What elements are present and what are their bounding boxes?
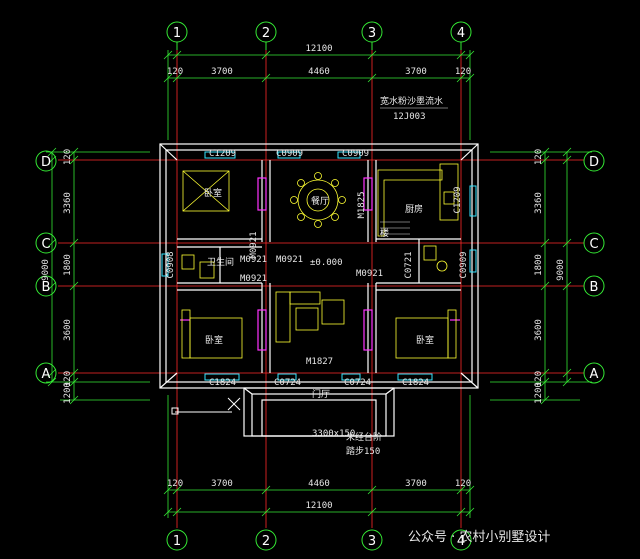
room-label-bedroom-nw: 卧室 — [204, 187, 222, 199]
axis-label-bottom-1: 1 — [173, 534, 181, 549]
window-label-c0909-side: C0909 — [459, 251, 469, 278]
dim-depth-upper-left: 3360 — [63, 192, 73, 214]
windows — [161, 151, 477, 381]
axis-label-bottom-2: 2 — [262, 534, 270, 549]
axis-grid — [58, 44, 584, 528]
dim-porch-right: 1200 — [534, 382, 544, 404]
entry-mark — [171, 397, 241, 415]
drain-note-line2: 12J003 — [393, 112, 426, 122]
room-label-bathroom: 卫生间 — [207, 256, 234, 268]
dim-edge-bottom-left: 120 — [167, 479, 183, 489]
room-label-stair: 楼 — [380, 227, 389, 239]
watermark: 公众号 · 农村小别墅设计 — [408, 530, 551, 545]
axis-label-right-b: B — [590, 280, 599, 295]
porch-width-label: 3300x150 — [312, 429, 355, 439]
dim-porch-edge-right: 120 — [534, 371, 544, 387]
axis-label-left-b: B — [42, 280, 51, 295]
room-label-bedroom-sw: 卧室 — [205, 334, 223, 346]
dim-depth-upper-right: 3360 — [534, 192, 544, 214]
room-label-kitchen: 厨房 — [405, 203, 423, 215]
dim-bay-mid-top: 4460 — [308, 67, 330, 77]
axis-label-left-a: A — [42, 367, 51, 382]
room-label-main-door: 门厅 — [312, 388, 330, 400]
window-label-c0908: C0908 — [166, 251, 176, 278]
window-label-c0724-left: C0724 — [274, 378, 301, 388]
door-label-m0921-mid: M0921 — [276, 255, 303, 265]
dim-bay-left-bottom: 3700 — [211, 479, 233, 489]
dim-edge-left-top: 120 — [63, 149, 73, 165]
step-note-line1: 未经台阶 — [346, 431, 382, 443]
window-label-c0721: C0721 — [404, 251, 414, 278]
door-label-m1827: M1827 — [306, 357, 333, 367]
drain-note-line1: 宽水粉沙墨流水 — [380, 95, 443, 107]
axis-label-left-d: D — [41, 155, 51, 170]
dim-bay-mid-bottom: 4460 — [308, 479, 330, 489]
axis-label-bottom-4: 4 — [457, 534, 465, 549]
axis-label-top-4: 4 — [457, 26, 465, 41]
door-label-m0921-vertical: M0921 — [249, 231, 259, 258]
axis-label-top-2: 2 — [262, 26, 270, 41]
door-label-m1825: M1825 — [357, 191, 367, 218]
axis-label-left-c: C — [41, 237, 50, 252]
window-label-c0909-left: C0909 — [276, 149, 303, 159]
dim-bay-right-bottom: 3700 — [405, 479, 427, 489]
dimension-lines — [46, 50, 592, 518]
dim-edge-top-left: 120 — [167, 67, 183, 77]
dim-edge-right-top: 120 — [534, 149, 544, 165]
door-label-m0921-left: M0921 — [240, 255, 267, 265]
dim-depth-total-right: 9000 — [556, 259, 566, 281]
dim-edge-bottom-right: 120 — [455, 479, 471, 489]
walls — [159, 143, 479, 437]
axis-label-top-3: 3 — [368, 26, 376, 41]
stair — [380, 221, 410, 235]
axis-bubbles — [35, 21, 605, 551]
dim-depth-mid-left: 1800 — [63, 254, 73, 276]
accent-marks — [180, 177, 460, 351]
room-label-bedroom-se: 卧室 — [416, 334, 434, 346]
dim-edge-top-right: 120 — [455, 67, 471, 77]
elevation-label: ±0.000 — [310, 258, 343, 268]
window-label-c1824-right: C1824 — [402, 378, 429, 388]
dim-depth-lower-right: 3600 — [534, 319, 544, 341]
dim-total-bottom: 12100 — [305, 501, 332, 511]
window-label-c0909-right: C0909 — [342, 149, 369, 159]
window-label-c1824-left: C1824 — [209, 378, 236, 388]
axis-label-right-a: A — [590, 367, 599, 382]
dim-depth-total-left: 9000 — [41, 259, 51, 281]
window-label-c1209-right: C1209 — [453, 186, 463, 213]
furniture — [181, 163, 459, 359]
dim-depth-mid-right: 1800 — [534, 254, 544, 276]
door-label-m0921-right: M0921 — [356, 269, 383, 279]
window-label-c0724-right: C0724 — [344, 378, 371, 388]
room-label-dining: 餐厅 — [311, 195, 329, 207]
window-label-c1209-top: C1209 — [209, 149, 236, 159]
dim-depth-lower-left: 3600 — [63, 319, 73, 341]
step-note-line2: 踏步150 — [346, 445, 380, 457]
axis-label-right-d: D — [589, 155, 599, 170]
axis-label-right-c: C — [589, 237, 598, 252]
dim-porch-edge-left: 120 — [63, 371, 73, 387]
axis-label-bottom-3: 3 — [368, 534, 376, 549]
dim-bay-left-top: 3700 — [211, 67, 233, 77]
door-label-m0921-bath: M0921 — [240, 274, 267, 284]
dim-bay-right-top: 3700 — [405, 67, 427, 77]
dim-porch-left: 1200 — [63, 382, 73, 404]
axis-label-top-1: 1 — [173, 26, 181, 41]
dim-total-top: 12100 — [305, 44, 332, 54]
